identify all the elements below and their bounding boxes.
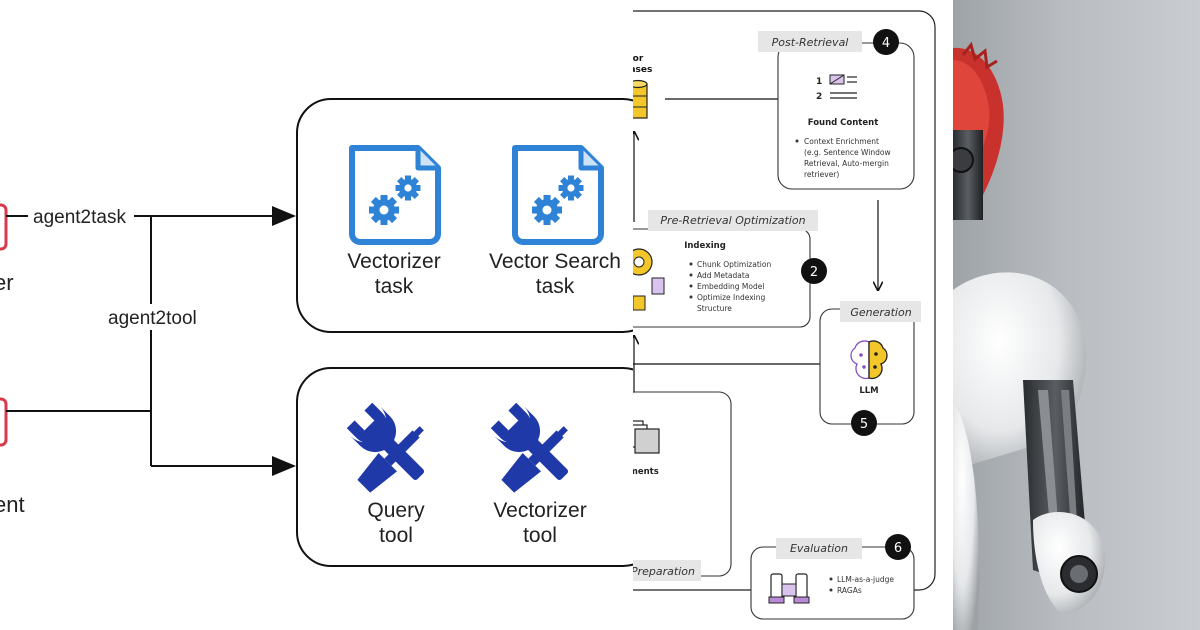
edge-label-agent2task: agent2task bbox=[33, 207, 126, 228]
evaluation-item-1: LLM-as-a-judge bbox=[837, 575, 894, 584]
task-label-1-line1: Vectorizer bbox=[347, 250, 440, 273]
documents-label: ments bbox=[633, 467, 659, 477]
documents-icon bbox=[633, 420, 660, 454]
indexing-item-4-continued: Structure bbox=[697, 304, 732, 313]
binoculars-icon bbox=[768, 573, 810, 604]
found-list-number-1: 1 bbox=[816, 77, 822, 87]
post-retrieval-tag bbox=[758, 31, 862, 52]
indexing-item-4: Optimize Indexing bbox=[697, 293, 765, 302]
preparation-tag bbox=[633, 560, 701, 581]
generation-tag bbox=[840, 301, 921, 322]
agent-label-bottom: ent bbox=[0, 492, 25, 517]
found-content-heading: Found Content bbox=[808, 118, 879, 128]
agent-diagram-panel: er ent agent2task agent2tool Vectorizer … bbox=[0, 98, 633, 567]
pre-retrieval-tag bbox=[648, 210, 818, 231]
generation-title: Generation bbox=[850, 306, 911, 319]
vector-db-label-1: ctor bbox=[633, 54, 644, 64]
tool-group-box bbox=[296, 367, 633, 567]
tool-label-1-line1: Query bbox=[367, 499, 425, 522]
brain-icon bbox=[850, 340, 888, 380]
robot-image-panel bbox=[953, 0, 1200, 630]
neck-joint bbox=[953, 147, 974, 173]
robot-illustration bbox=[953, 41, 1105, 630]
preparation-title: Preparation bbox=[633, 565, 695, 578]
step-badge-2 bbox=[801, 258, 827, 284]
vector-db-label-2: bases bbox=[633, 65, 652, 75]
agent-box-top bbox=[0, 203, 8, 251]
step-number-2: 2 bbox=[810, 265, 818, 280]
pre-retrieval-title: Pre-Retrieval Optimization bbox=[660, 214, 805, 227]
rag-diagram: ctor bases Post-Retrieval 4 1 2 bbox=[633, 10, 936, 620]
evaluation-item-2: RAGAs bbox=[837, 586, 862, 595]
gear-document-icon bbox=[515, 148, 601, 242]
tool-label-1-line2: tool bbox=[379, 524, 413, 547]
database-icon bbox=[633, 79, 648, 119]
post-retrieval-detail-3: retriever) bbox=[804, 170, 839, 179]
step-badge-5 bbox=[851, 410, 877, 436]
post-retrieval-detail-2: Retrieval, Auto-mergin bbox=[804, 159, 889, 168]
rag-diagram-panel: ctor bases Post-Retrieval 4 1 2 bbox=[633, 0, 953, 630]
task-label-1-line2: task bbox=[375, 275, 414, 298]
indexing-item-2: Add Metadata bbox=[697, 271, 749, 280]
step-badge-4 bbox=[873, 29, 899, 55]
post-retrieval-bullet: Context Enrichment bbox=[804, 137, 879, 146]
step-number-4: 4 bbox=[882, 36, 890, 51]
indexing-gear-icon bbox=[633, 248, 665, 311]
indexing-heading: Indexing bbox=[684, 241, 726, 251]
indexing-item-1: Chunk Optimization bbox=[697, 260, 771, 269]
task-label-2-line2: task bbox=[536, 275, 575, 298]
llm-label: LLM bbox=[859, 386, 878, 396]
tool-label-2-line2: tool bbox=[523, 524, 557, 547]
agent-diagram: er ent agent2task agent2tool Vectorizer … bbox=[0, 98, 633, 567]
robot-neck bbox=[953, 130, 983, 220]
evaluation-title: Evaluation bbox=[790, 542, 848, 555]
data-preparation-box bbox=[633, 391, 732, 577]
step-badge-6 bbox=[885, 534, 911, 560]
indexing-item-3: Embedding Model bbox=[697, 282, 764, 291]
agent-box-bottom bbox=[0, 397, 8, 447]
post-retrieval-title: Post-Retrieval bbox=[772, 36, 849, 49]
pipeline-frame bbox=[633, 10, 936, 591]
task-label-2-line1: Vector Search bbox=[489, 250, 621, 273]
chest-shell bbox=[953, 400, 980, 630]
edge-label-agent2tool: agent2tool bbox=[108, 308, 197, 329]
agent-label-top: er bbox=[0, 270, 14, 295]
gear-document-icon bbox=[352, 148, 438, 242]
ranked-list-icon bbox=[829, 74, 857, 99]
post-retrieval-detail-1: (e.g. Sentence Window bbox=[804, 148, 891, 157]
found-list-number-2: 2 bbox=[816, 92, 822, 102]
step-number-5: 5 bbox=[860, 417, 868, 432]
step-number-6: 6 bbox=[894, 541, 902, 556]
tool-label-2-line1: Vectorizer bbox=[493, 499, 586, 522]
evaluation-tag bbox=[776, 538, 862, 559]
